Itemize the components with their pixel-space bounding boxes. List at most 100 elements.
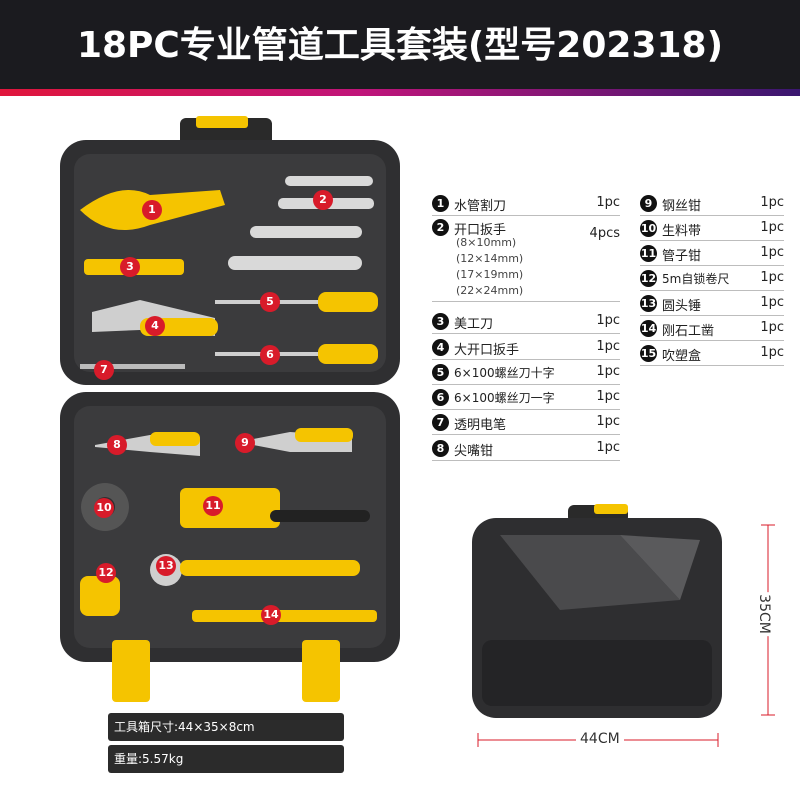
pliers-grip-icon [295, 428, 353, 442]
item-number: 12 [640, 270, 657, 287]
item-number: 3 [432, 313, 449, 330]
list-item: 2 开口扳手 4pcs (8×10mm) (12×14mm) (17×19mm)… [432, 216, 620, 302]
wrench-size: (17×19mm) [456, 268, 524, 281]
height-label: 35CM [755, 592, 772, 636]
wrench-icon [228, 256, 362, 270]
item-name: 刚石工凿 [662, 324, 715, 339]
tester-pen-icon [80, 364, 185, 369]
item-number: 13 [640, 295, 657, 312]
tool-badge: 1 [142, 200, 162, 220]
width-label: 44CM [576, 731, 624, 747]
list-item: 14 刚石工凿 1pc [640, 317, 784, 341]
wrench-size: (12×14mm) [456, 252, 524, 265]
closed-case-facet [620, 535, 700, 600]
weight-spec: 重量:5.57kg [108, 745, 344, 773]
item-number: 2 [432, 219, 449, 236]
screwdriver-handle-icon [318, 344, 378, 364]
tool-badge: 7 [94, 360, 114, 380]
latch-right-icon [302, 640, 340, 702]
item-number: 1 [432, 195, 449, 212]
item-qty: 1pc [760, 195, 784, 210]
item-name: 管子钳 [662, 249, 702, 264]
list-item: 7 透明电笔 1pc [432, 411, 620, 435]
wrench-icon [285, 176, 373, 186]
item-qty: 1pc [760, 245, 784, 260]
list-item: 1 水管割刀 1pc [432, 192, 620, 216]
handle-grip-icon [196, 116, 248, 128]
hammer-handle-icon [180, 560, 360, 576]
item-qty: 1pc [760, 295, 784, 310]
tape-measure-icon [80, 576, 120, 616]
item-qty: 1pc [596, 440, 620, 455]
tool-badge: 3 [120, 257, 140, 277]
tool-badge: 8 [107, 435, 127, 455]
item-number: 7 [432, 414, 449, 431]
pipe-wrench-handle-icon [270, 510, 370, 522]
wrench-size: (8×10mm) [456, 236, 517, 249]
item-number: 11 [640, 245, 657, 262]
item-number: 8 [432, 440, 449, 457]
item-name: 生料带 [662, 224, 702, 239]
item-name: 圆头锤 [662, 299, 702, 314]
parts-list-right: 9 钢丝钳 1pc 10 生料带 1pc 11 管子钳 1pc 12 5m自锁卷… [640, 192, 784, 372]
tool-badge: 4 [145, 316, 165, 336]
chisel-icon [192, 610, 377, 622]
item-number: 4 [432, 339, 449, 356]
tool-badge: 5 [260, 292, 280, 312]
item-name: 尖嘴钳 [454, 444, 494, 459]
item-name: 钢丝钳 [662, 199, 702, 214]
item-number: 5 [432, 364, 449, 381]
tool-badge: 11 [203, 496, 223, 516]
tool-badge: 12 [96, 563, 116, 583]
item-qty: 1pc [596, 195, 620, 210]
list-item: 10 生料带 1pc [640, 217, 784, 241]
item-number: 14 [640, 320, 657, 337]
latch-left-icon [112, 640, 150, 702]
item-qty: 1pc [596, 339, 620, 354]
item-qty: 4pcs [589, 226, 620, 241]
item-qty: 1pc [596, 313, 620, 328]
tool-badge: 9 [235, 433, 255, 453]
tool-badge: 14 [261, 605, 281, 625]
item-name: 5m自锁卷尺 [662, 272, 730, 286]
list-item: 12 5m自锁卷尺 1pc [640, 267, 784, 291]
item-name: 6×100螺丝刀十字 [454, 366, 555, 380]
list-item: 11 管子钳 1pc [640, 242, 784, 266]
item-name: 大开口扳手 [454, 343, 520, 358]
pliers-grip-icon [150, 432, 200, 446]
item-number: 9 [640, 195, 657, 212]
item-qty: 1pc [596, 389, 620, 404]
pipe-wrench-icon [180, 488, 280, 528]
screwdriver-handle-icon [318, 292, 378, 312]
item-number: 10 [640, 220, 657, 237]
wrench-icon [250, 226, 362, 238]
item-qty: 1pc [760, 220, 784, 235]
list-item: 5 6×100螺丝刀十字 1pc [432, 361, 620, 385]
item-number: 6 [432, 389, 449, 406]
list-item: 9 钢丝钳 1pc [640, 192, 784, 216]
tool-badge: 6 [260, 345, 280, 365]
parts-list-left: 1 水管割刀 1pc 2 开口扳手 4pcs (8×10mm) (12×14mm… [432, 192, 620, 462]
closed-case-facet [500, 535, 680, 610]
item-qty: 1pc [596, 364, 620, 379]
list-item: 4 大开口扳手 1pc [432, 336, 620, 360]
list-item: 8 尖嘴钳 1pc [432, 437, 620, 461]
tool-badge: 13 [156, 556, 176, 576]
item-qty: 1pc [760, 345, 784, 360]
item-qty: 1pc [760, 270, 784, 285]
item-name: 吹塑盒 [662, 349, 702, 364]
gradient-stripe [0, 89, 800, 96]
closed-handle-grip-icon [594, 504, 628, 514]
item-name: 美工刀 [454, 317, 494, 332]
item-number: 15 [640, 345, 657, 362]
item-qty: 1pc [760, 320, 784, 335]
item-qty: 1pc [596, 414, 620, 429]
item-name: 透明电笔 [454, 418, 507, 433]
closed-case-panel [482, 640, 712, 706]
tool-badge: 2 [313, 190, 333, 210]
list-item: 13 圆头锤 1pc [640, 292, 784, 316]
page-title: 18PC专业管道工具套装(型号202318) [76, 25, 724, 66]
list-item: 6 6×100螺丝刀一字 1pc [432, 386, 620, 410]
tool-badge: 10 [94, 498, 114, 518]
header-banner: 18PC专业管道工具套装(型号202318) [0, 0, 800, 96]
